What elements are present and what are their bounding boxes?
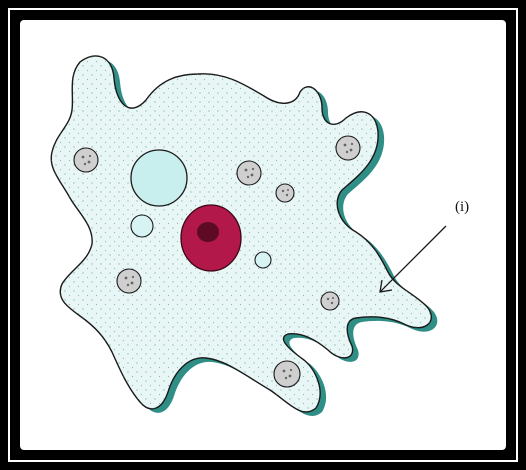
contractile-vacuole xyxy=(131,150,187,206)
food-vacuole xyxy=(237,161,261,185)
food-vacuole xyxy=(274,361,300,387)
small-vacuole xyxy=(131,215,153,237)
food-vacuole xyxy=(321,292,339,310)
food-vacuole xyxy=(276,184,294,202)
food-vacuole xyxy=(74,148,98,172)
nucleolus xyxy=(197,222,219,242)
structure-label-i: (i) xyxy=(455,200,469,215)
pointer-arrow-icon xyxy=(380,226,446,292)
food-vacuole xyxy=(117,269,141,293)
small-vacuole xyxy=(255,252,271,268)
food-vacuole xyxy=(336,136,360,160)
